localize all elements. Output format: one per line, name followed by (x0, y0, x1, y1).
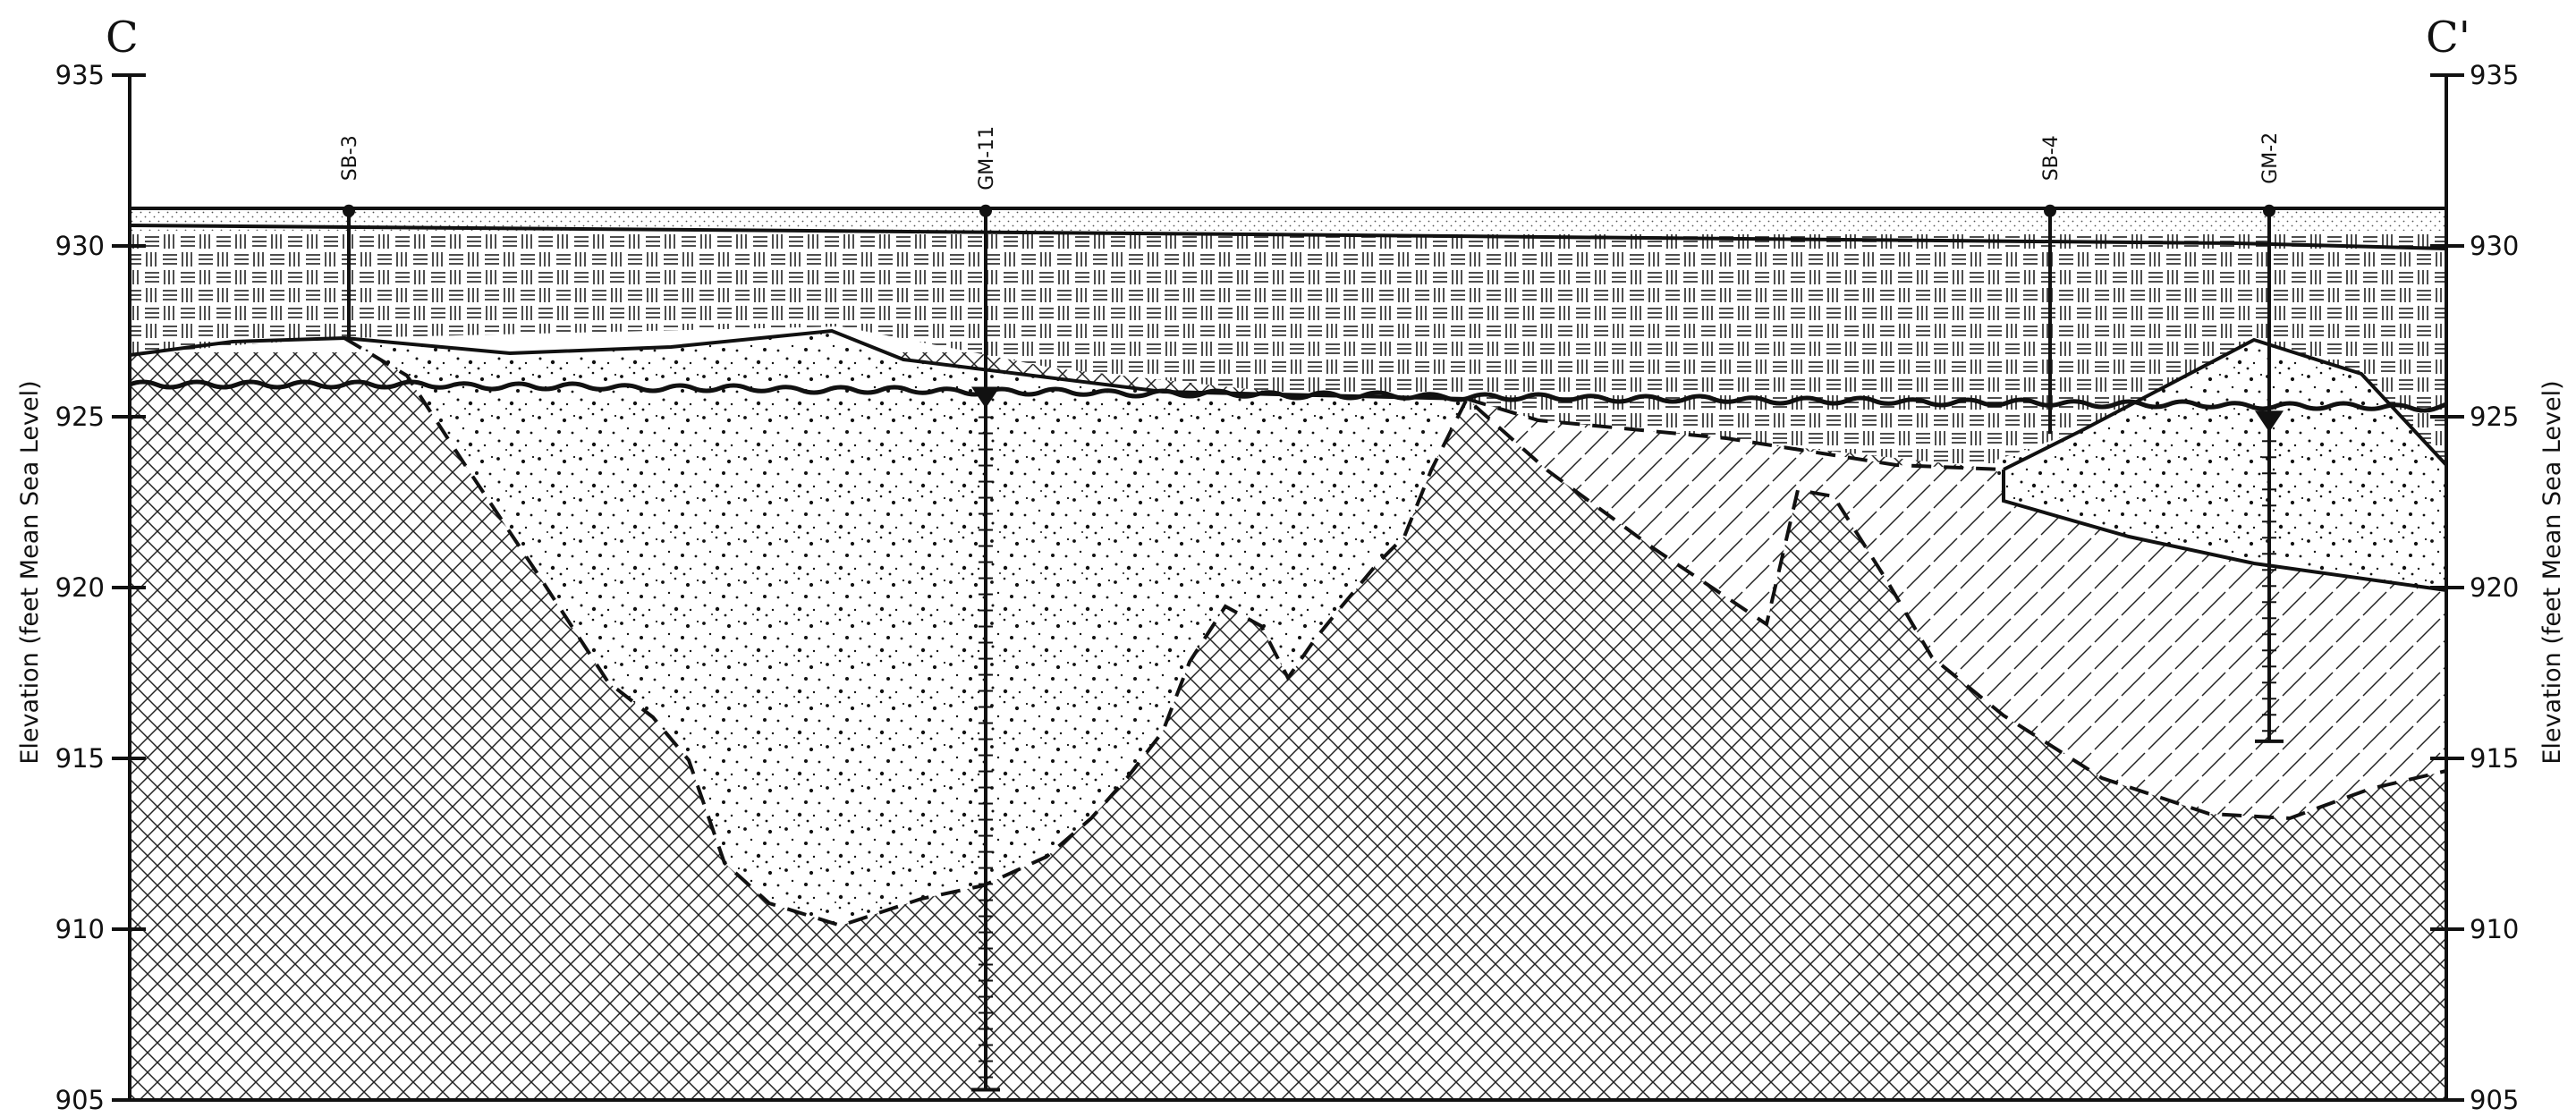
right-tick-label: 920 (2470, 572, 2519, 603)
fill-base-contact (129, 224, 2447, 250)
left-tick-label: 925 (55, 402, 105, 432)
boring-sb-4: SB-4 (2040, 135, 2063, 435)
right-tick-label: 915 (2470, 743, 2519, 774)
section-start-label: C (106, 13, 139, 63)
right-tick-label: 910 (2470, 914, 2519, 944)
water-level-marker (971, 386, 1000, 409)
bedrock-contact-dashed (343, 336, 2447, 928)
boring-gm-11: GM-11 (971, 126, 1000, 1092)
left-tick-label: 935 (55, 60, 105, 90)
left-tick-label: 930 (55, 231, 105, 261)
left-tick-label: 910 (55, 914, 105, 944)
section-end-label: C' (2426, 13, 2470, 63)
right-tick-label: 935 (2470, 60, 2519, 90)
borings-group: SB-3 GM-11 SB-4 GM-2 (339, 126, 2284, 1092)
boring-label: GM-11 (976, 126, 998, 190)
right-tick-label: 905 (2470, 1085, 2519, 1115)
left-tick-label: 920 (55, 572, 105, 603)
boring-sb-3: SB-3 (339, 135, 361, 342)
boring-label: GM-2 (2259, 132, 2282, 184)
water-level-marker (2255, 410, 2284, 433)
elevation-ticks: 935 935 930 930 925 925 920 920 915 915 910 910 905 9… (55, 60, 2520, 1115)
boring-label: SB-3 (339, 135, 361, 181)
silt-unit (1467, 399, 2446, 818)
water-table-line (129, 379, 2447, 413)
boring-head-marker (2263, 204, 2275, 217)
left-tick-label: 915 (55, 743, 105, 774)
sand-unit-west (344, 331, 1467, 926)
clay-base-contact (129, 328, 1468, 401)
contacts (129, 207, 2448, 928)
clay-unit (130, 224, 2446, 470)
boring-head-marker (343, 204, 355, 217)
sand-unit-east (1995, 340, 2446, 590)
boring-label: SB-4 (2040, 135, 2063, 181)
left-axis-title: Elevation (feet Mean Sea Level) (16, 380, 44, 764)
right-tick-label: 925 (2470, 402, 2519, 432)
clay-silt-contact-dashed (1466, 397, 2004, 471)
left-tick-label: 905 (55, 1085, 105, 1115)
boring-head-marker (2044, 204, 2056, 217)
boring-gm-2: GM-2 (2255, 132, 2284, 743)
right-axis-title: Elevation (feet Mean Sea Level) (2538, 380, 2566, 764)
right-tick-label: 930 (2470, 231, 2519, 261)
boring-head-marker (979, 204, 992, 217)
